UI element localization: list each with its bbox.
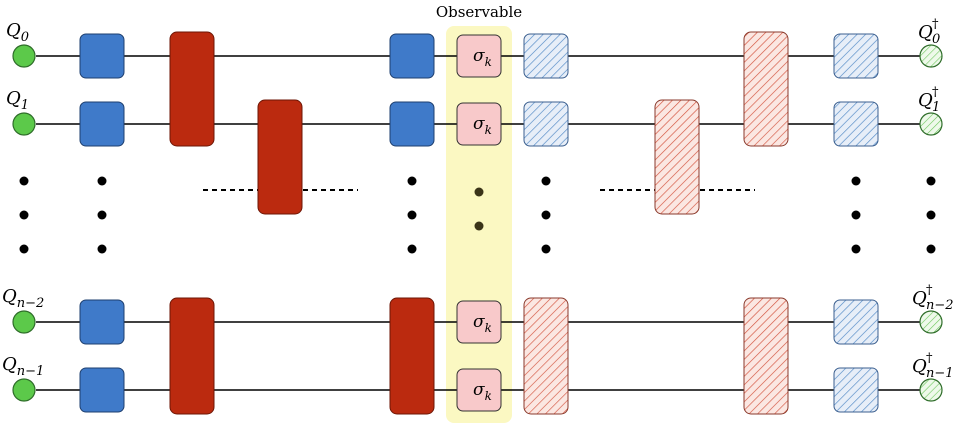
gate-cz-n2n1-a xyxy=(169,297,215,415)
gate-u-0-a xyxy=(79,33,125,79)
qubit-out-1 xyxy=(919,112,943,136)
label-qn-2-dag: Q†n−2 xyxy=(912,283,954,313)
sigma-label-n1: σk xyxy=(473,380,492,403)
gate-cz-n2n1-b xyxy=(389,297,435,415)
gate-udag-1-a xyxy=(523,101,569,147)
qubit-in-n-2 xyxy=(12,310,36,334)
observable-title: Observable xyxy=(436,3,522,21)
gate-czdag-1x xyxy=(654,99,700,215)
gate-udag-n1-b xyxy=(833,367,879,413)
sigma-label-0: σk xyxy=(473,46,492,69)
adjoint-two-gates xyxy=(523,31,789,415)
qubit-in-1 xyxy=(12,112,36,136)
two-gates xyxy=(169,31,435,415)
left-qubit-labels: Q0 Q1 Qn−2 Qn−1 xyxy=(2,20,44,379)
gate-udag-0-b xyxy=(833,33,879,79)
sigma-gate-1 xyxy=(456,102,502,146)
qubit-out-n-1 xyxy=(919,378,943,402)
input-qubits xyxy=(12,44,36,402)
qubit-out-n-2 xyxy=(919,310,943,334)
sigma-gate-0 xyxy=(456,34,502,78)
adjoint-single-gates xyxy=(523,33,879,413)
gate-czdag-n2n1-b xyxy=(743,297,789,415)
qubit-in-0 xyxy=(12,44,36,68)
label-q0: Q0 xyxy=(6,20,29,45)
gate-udag-n2-b xyxy=(833,299,879,345)
label-qn-1-dag: Q†n−1 xyxy=(912,351,954,381)
label-q1-dag: Q†1 xyxy=(918,85,940,115)
gate-u-1-a xyxy=(79,101,125,147)
gate-czdag-01 xyxy=(743,31,789,147)
label-qn-1: Qn−1 xyxy=(2,354,44,379)
gate-u-1-b xyxy=(389,101,435,147)
gate-udag-1-b xyxy=(833,101,879,147)
gate-udag-0-a xyxy=(523,33,569,79)
label-q0-dag: Q†0 xyxy=(918,17,940,47)
label-qn-2: Qn−2 xyxy=(2,286,44,311)
sigma-gate-n2 xyxy=(456,300,502,344)
qubit-out-0 xyxy=(919,44,943,68)
sigma-label-n2: σk xyxy=(473,312,492,335)
right-qubit-labels: Q†0 Q†1 Q†n−2 Q†n−1 xyxy=(912,17,954,381)
output-qubits xyxy=(919,44,943,402)
sigma-label-1: σk xyxy=(473,114,492,137)
single-gates xyxy=(79,33,435,413)
gate-u-0-b xyxy=(389,33,435,79)
observable-gates: σk σk σk σk xyxy=(456,34,502,412)
gate-u-n2-a xyxy=(79,299,125,345)
gate-u-n1-a xyxy=(79,367,125,413)
label-q1: Q1 xyxy=(6,88,29,113)
sigma-gate-n1 xyxy=(456,368,502,412)
gate-czdag-n2n1-a xyxy=(523,297,569,415)
gate-cz-01 xyxy=(169,31,215,147)
qubit-in-n-1 xyxy=(12,378,36,402)
ellipsis-dots xyxy=(19,176,936,254)
gate-cz-1x xyxy=(257,99,303,215)
